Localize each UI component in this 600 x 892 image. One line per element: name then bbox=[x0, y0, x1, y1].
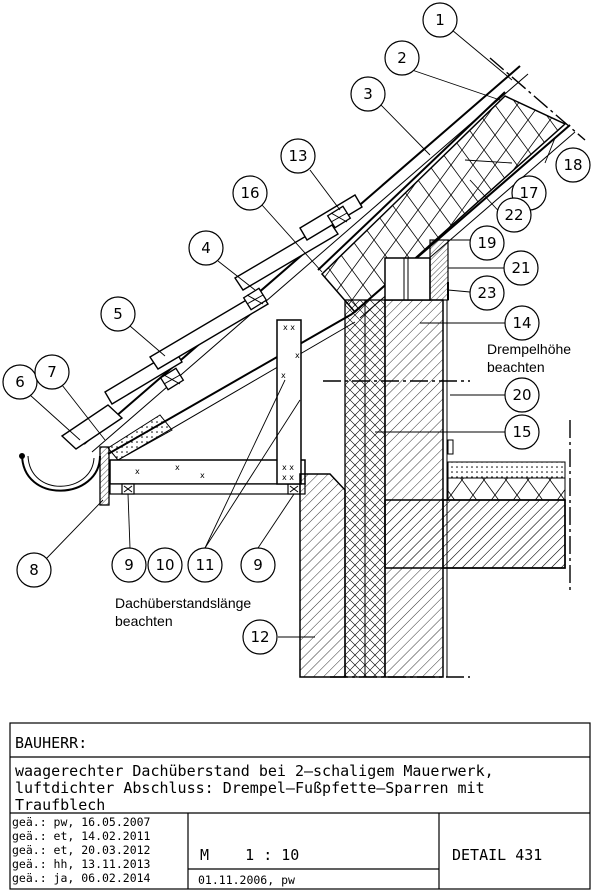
svg-text:17: 17 bbox=[519, 184, 538, 202]
created-date: 01.11.2006, pw bbox=[198, 873, 295, 887]
marker-11: 11 bbox=[187, 547, 223, 583]
svg-text:22: 22 bbox=[504, 206, 523, 224]
svg-text:x x: x x bbox=[283, 323, 295, 332]
marker-7: 7 bbox=[34, 354, 70, 390]
drempel-note-line1: Drempelhöhe bbox=[487, 341, 571, 357]
svg-text:16: 16 bbox=[240, 184, 259, 202]
revision-3: geä.: et, 20.03.2012 bbox=[12, 843, 150, 857]
marker-3: 3 bbox=[350, 76, 386, 112]
svg-text:10: 10 bbox=[155, 556, 174, 574]
marker-10: 10 bbox=[147, 547, 183, 583]
marker-4: 4 bbox=[188, 230, 224, 266]
svg-text:3: 3 bbox=[363, 85, 373, 103]
svg-text:x: x bbox=[200, 471, 205, 480]
marker-12: 12 bbox=[242, 619, 278, 655]
svg-text:8: 8 bbox=[29, 561, 39, 579]
marker-18: 18 bbox=[555, 147, 591, 183]
title-desc-line3: Traufblech bbox=[15, 796, 105, 814]
marker-15: 15 bbox=[504, 414, 540, 450]
revision-5: geä.: ja, 06.02.2014 bbox=[12, 871, 151, 885]
svg-text:21: 21 bbox=[511, 259, 530, 277]
drempel-note-line2: beachten bbox=[487, 359, 545, 375]
marker-2: 2 bbox=[384, 40, 420, 76]
marker-9-left: 9 bbox=[111, 547, 147, 583]
roof-tiles bbox=[60, 194, 363, 450]
svg-text:13: 13 bbox=[288, 147, 307, 165]
marker-16: 16 bbox=[232, 175, 268, 211]
svg-text:x: x bbox=[175, 463, 180, 472]
svg-text:19: 19 bbox=[477, 234, 496, 252]
position-markers: 1 2 3 13 16 4 5 6 7 8 9 10 11 9 12 18 17… bbox=[2, 2, 591, 655]
svg-text:18: 18 bbox=[563, 156, 582, 174]
svg-text:6: 6 bbox=[15, 373, 25, 391]
marker-8: 8 bbox=[16, 552, 52, 588]
svg-text:1: 1 bbox=[435, 11, 445, 29]
marker-14: 14 bbox=[504, 305, 540, 341]
marker-23: 23 bbox=[469, 275, 505, 311]
marker-1: 1 bbox=[422, 2, 458, 38]
svg-text:5: 5 bbox=[113, 305, 123, 323]
marker-19: 19 bbox=[469, 225, 505, 261]
svg-text:11: 11 bbox=[195, 556, 214, 574]
revision-2: geä.: et, 14.02.2011 bbox=[12, 829, 151, 843]
svg-text:23: 23 bbox=[477, 284, 496, 302]
marker-9-right: 9 bbox=[240, 547, 276, 583]
marker-20: 20 bbox=[504, 377, 540, 413]
marker-6: 6 bbox=[2, 364, 38, 400]
svg-text:x: x bbox=[281, 371, 286, 380]
marker-13: 13 bbox=[280, 138, 316, 174]
svg-text:9: 9 bbox=[253, 556, 263, 574]
svg-text:12: 12 bbox=[250, 628, 269, 646]
svg-text:x: x bbox=[135, 467, 140, 476]
scale-text: M 1 : 10 bbox=[200, 846, 299, 864]
svg-text:7: 7 bbox=[47, 363, 57, 381]
marker-22: 22 bbox=[496, 197, 532, 233]
svg-text:x x: x x bbox=[282, 473, 294, 482]
eave: x xxx x xx x xxx bbox=[19, 319, 306, 506]
marker-21: 21 bbox=[503, 250, 539, 286]
overhang-note-line2: beachten bbox=[115, 613, 173, 629]
svg-text:x x: x x bbox=[282, 463, 294, 472]
title-bauherr: BAUHERR: bbox=[15, 734, 87, 752]
revision-4: geä.: hh, 13.11.2013 bbox=[12, 857, 151, 871]
axis-lines bbox=[323, 380, 571, 678]
svg-text:14: 14 bbox=[512, 314, 531, 332]
svg-text:4: 4 bbox=[201, 239, 211, 257]
svg-text:2: 2 bbox=[397, 49, 407, 67]
overhang-note-line1: Dachüberstandslänge bbox=[115, 595, 251, 611]
revision-1: geä.: pw, 16.05.2007 bbox=[12, 815, 151, 829]
marker-5: 5 bbox=[100, 296, 136, 332]
leader-lines bbox=[29, 29, 556, 638]
detail-number: DETAIL 431 bbox=[452, 846, 542, 864]
svg-text:20: 20 bbox=[512, 386, 531, 404]
construction-detail-drawing: x xxx x xx x xxx bbox=[2, 2, 591, 678]
svg-text:15: 15 bbox=[512, 423, 531, 441]
masonry bbox=[299, 239, 566, 678]
title-desc-line2: luftdichter Abschluss: Drempel–Fußpfette… bbox=[15, 779, 485, 797]
svg-text:x: x bbox=[295, 351, 300, 360]
notes: Drempelhöhe beachten Dachüberstandslänge… bbox=[115, 341, 571, 629]
svg-text:9: 9 bbox=[124, 556, 134, 574]
title-desc-line1: waagerechter Dachüberstand bei 2–schalig… bbox=[15, 762, 494, 780]
